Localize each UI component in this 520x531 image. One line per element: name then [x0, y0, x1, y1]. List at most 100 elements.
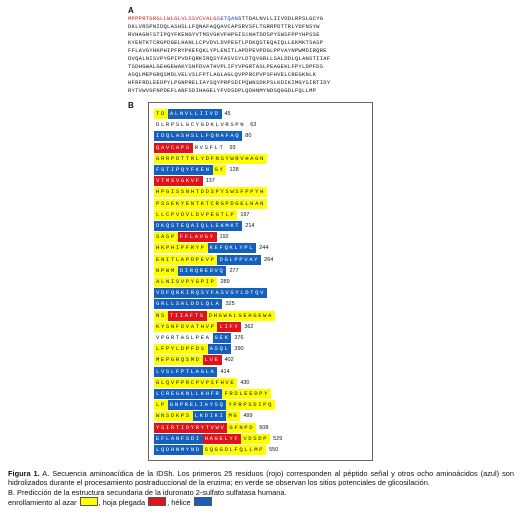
sequence-line: RVHAGNFSTIPQYFKENGYVTMSVGKVFHPGISSNHTDDS… — [128, 31, 520, 39]
structure-segment-coil: YPRPSDIPQ — [226, 400, 276, 411]
structure-segment-coil: ENITLAPDPEVP — [154, 254, 218, 265]
sequence-segment-plain: STTDALNVLLIIVDDLRPSLGCYG — [238, 15, 324, 22]
caption-legend: enrollamiento al azar , hoja plegada , h… — [8, 497, 514, 507]
caption-part-b: B. Predicción de la estructura secundari… — [8, 487, 287, 497]
residue-number: 137 — [205, 178, 215, 185]
legend-helix-label: , hélice — [167, 498, 191, 508]
structure-segment-coil: HPGISSNHTDDSPYSWSFPPYH — [154, 187, 268, 198]
structure-row: VDFQRKIRQSYFASVSYLDTQV — [154, 288, 268, 299]
residue-number: 128 — [229, 167, 239, 173]
residue-number: 214 — [245, 223, 255, 229]
sequence-segment-plain: NHTDDSPYSWSFPPYHPSSE — [248, 31, 320, 38]
residue-number: 325 — [225, 301, 235, 308]
sequence-line: KYENTKTCRGPDGELHANLLCPVDVLDVPEGTLPDKQSTE… — [128, 39, 520, 47]
sequence-line: DVQALNISVPYGPIPVDFQRKIRQSYFASVSYLDTQVGRL… — [128, 55, 520, 63]
sequence-segment-pro: ETQAN — [220, 15, 239, 22]
structure-segment-coil: GFNPD — [227, 422, 257, 433]
structure-segment-helix: LKDIKI — [192, 411, 227, 422]
residue-number: 390 — [234, 346, 244, 353]
sequence-line: FFLAVGYHKPHIPFRYPKEFQKLYPLENITLAPDPEVPDG… — [128, 47, 520, 55]
sequence-line: ASQLMEPGRQSMDLVELVSLFPTLAGLAGLQVPPRCPVPS… — [128, 71, 520, 79]
structure-segment-coil: LFPYLDPFDS — [154, 344, 208, 355]
residue-number: 529 — [273, 435, 283, 442]
structure-segment-coil: KYSNFDVATHVP — [154, 321, 218, 332]
sequence-segment-plain: DVQALNISVPYGPIPVDFQRKIRQSYFASVSYLDTQVGRL… — [128, 55, 331, 62]
residue-number: 264 — [264, 256, 274, 263]
panel-a-label: A — [128, 6, 134, 15]
structure-row: GRRPDTTRLYDFNSYWRVHAGN — [154, 153, 268, 164]
structure-segment-unassigned: RVSFLT — [194, 143, 225, 151]
structure-segment-helix: KEFQKLYPL — [207, 243, 257, 254]
structure-segment-coil: MG — [226, 411, 241, 422]
residue-number: 402 — [224, 357, 234, 364]
structure-segment-sheet: TIIAFTS — [167, 310, 207, 321]
structure-row: PSSEKYENTKTCRGPDGELHAN — [154, 198, 268, 209]
structure-segment-coil: GRRPDTTRLYDFNSYWRVHAGN — [154, 153, 268, 164]
structure-segment-coil: GY — [212, 165, 227, 175]
caption-part-a: A. Secuencia aminoacídica de la IDSh. Lo… — [8, 469, 514, 488]
structure-segment-helix: DIRQREDVQ — [177, 265, 227, 276]
legend-helix-swatch — [193, 497, 212, 507]
structure-segment-sheet: VTMSVGKVF — [154, 176, 203, 187]
residue-number: 499 — [243, 413, 253, 420]
residue-number: 376 — [234, 335, 244, 341]
structure-segment-helix: GEK — [212, 333, 232, 343]
sequence-segment-plain: FFLAVGYHKPHIPFRYPKEFQKLYPLENITLAPDPEVPDG… — [128, 47, 327, 54]
structure-segment-sheet: HAGELYF — [202, 433, 242, 444]
structure-segment-helix: IDQLASHSLLFQNAFAQ — [154, 131, 243, 142]
residue-number: 192 — [219, 234, 229, 241]
structure-segment-coil: GLQVPPRCPVPSFHVE — [154, 377, 238, 388]
structure-segment-unassigned: VPGRTASLPEA — [156, 334, 211, 341]
legend-coil-label: enrollamiento al azar — [8, 498, 77, 508]
sequence-line: TSDHGWALGEHGEWAKYSNFDVATHVPLIFYVPGRTASLP… — [128, 63, 520, 71]
panel-b-label: B — [128, 101, 134, 110]
structure-segment-coil: MEPGRQSMD — [154, 355, 203, 366]
residue-number: 197 — [240, 211, 250, 218]
structure-segment-coil: HKPHIPFRYP — [154, 243, 208, 254]
figure-caption: Figura 1. A. Secuencia aminoacídica de l… — [8, 469, 514, 508]
structure-segment-sheet: LIFY — [217, 321, 242, 332]
structure-segment-coil: ALNISVPYGPIP — [154, 277, 218, 287]
structure-segment-coil: DHGWALGEHGEWA — [206, 310, 276, 321]
structure-segment-sheet: LVE — [202, 355, 222, 366]
residue-number: 63 — [250, 122, 257, 129]
sequence-segment-plain: RYTVWVGFNPDEFLANFSDIHAGELYFVDSDPLQDHNMYN… — [128, 87, 317, 94]
structure-segment-sheet: FFLAVGY — [177, 232, 217, 243]
sequence-segment-plain: TSDHGWALGEHGEWAKYSNFDVATHVPLIFYVPGRTASLP… — [128, 63, 324, 70]
structure-segment-helix: LCREGKNLLKHFR — [154, 389, 223, 399]
sequence-segment-plain: HFRFRDLEEDPYLPGNPRELIAYSQYPRPSDIPQWNSDKP… — [128, 79, 331, 86]
legend-sheet-label: , hoja plegada — [98, 498, 146, 508]
structure-segment-helix: FSTIPQYFKEN — [154, 165, 213, 175]
structure-segment-helix: VDFQRKIRQSYFASVSYLDTQV — [154, 288, 268, 299]
structure-segment-helix: GRLLSALDDLQLA — [154, 299, 223, 310]
structure-segment-helix: GNPRELIAYSQ — [167, 400, 227, 411]
structure-row: HPGISSNHTDDSPYSWSFPPYH — [154, 187, 268, 198]
structure-segment-coil: NS — [154, 310, 168, 321]
structure-segment-coil: LLCPVDVLDVPEGTLP — [154, 209, 238, 220]
structure-segment-coil: PSSEKYENTKTCRGPDGELHAN — [154, 198, 268, 209]
structure-segment-coil: FRDLEEDPY — [222, 389, 272, 399]
sequence-segment-glyco: S — [245, 31, 249, 38]
sequence-segment-glyco: F — [149, 31, 153, 38]
legend-sheet-swatch — [148, 497, 167, 507]
structure-segment-coil: NPWM — [154, 265, 178, 276]
